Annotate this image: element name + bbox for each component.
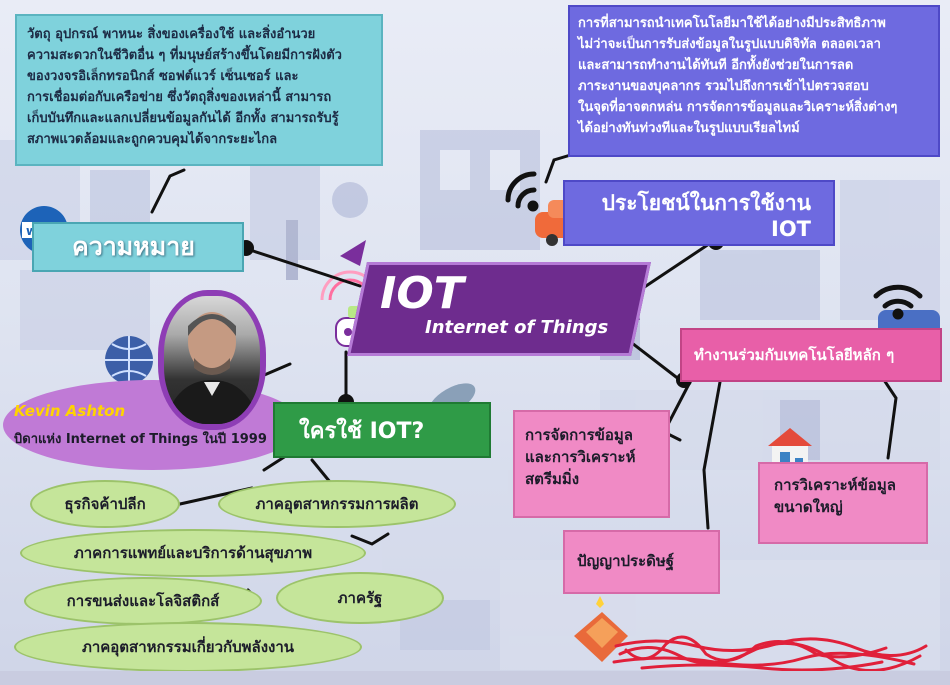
tech-item-streaming: การจัดการข้อมูล และการวิเคราะห์ สตรีมมิ่…: [513, 410, 670, 518]
person-portrait: [164, 296, 260, 424]
who-item-logistics: การขนส่งและโลจิสติกส์: [24, 577, 262, 625]
who-item-manufacturing: ภาคอุตสาหกรรมการผลิต: [218, 480, 456, 528]
who-title: ใครใช้ IOT?: [273, 402, 491, 458]
bottom-strip: [0, 671, 950, 685]
benefits-title: ประโยชน์ในการใช้งาน IOT: [563, 180, 835, 246]
iot-title: IOT: [380, 268, 464, 319]
person-role: บิดาแห่ง Internet of Things ในปี 1999: [14, 432, 267, 447]
tech-item-bigdata: การวิเคราะห์ข้อมูล ขนาดใหญ่: [758, 462, 928, 544]
definition-title: ความหมาย: [32, 222, 244, 272]
who-item-energy: ภาคอุตสาหกรรมเกี่ยวกับพลังงาน: [14, 622, 362, 672]
who-item-retail: ธุรกิจค้าปลีก: [30, 480, 180, 528]
tech-item-ai: ปัญญาประดิษฐ์: [563, 530, 720, 594]
person-name: Kevin Ashton: [14, 402, 126, 420]
iot-subtitle: Internet of Things: [425, 317, 609, 338]
wifi-icon: [505, 171, 539, 212]
benefits-text: การที่สามารถนำเทคโนโลยีมาใช้ได้อย่างมีปร…: [568, 5, 940, 157]
redaction-scribble: [612, 635, 928, 676]
tech-title: ทำงานร่วมกับเทคโนโลยีหลัก ๆ: [680, 328, 942, 382]
definition-text: วัตถุ อุปกรณ์ พาหนะ สิ่งของเครื่องใช้ แล…: [15, 14, 383, 166]
who-item-government: ภาครัฐ: [276, 572, 444, 624]
who-item-healthcare: ภาคการแพทย์และบริการด้านสุขภาพ: [20, 529, 366, 577]
